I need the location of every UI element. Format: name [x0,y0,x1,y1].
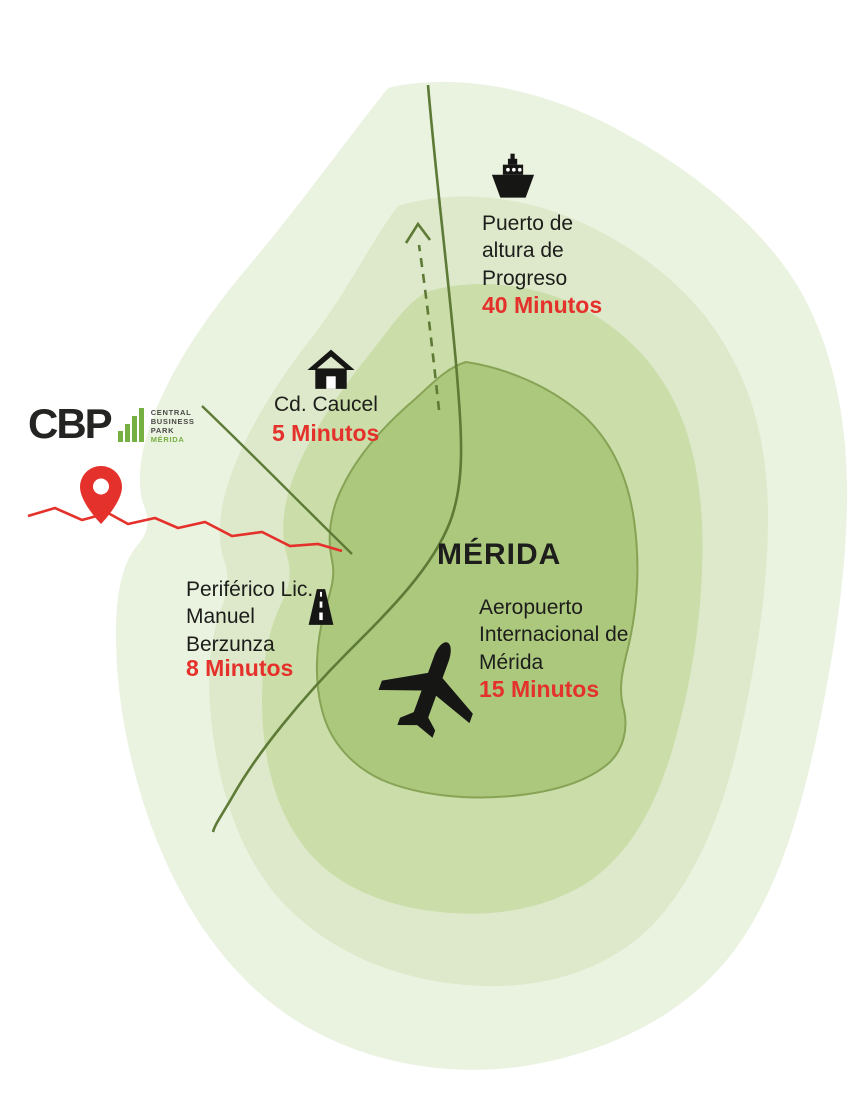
cbp-location-pin-icon [77,464,125,526]
progreso-time: 40 Minutos [482,292,603,318]
logo-word-business: BUSINESS [150,417,195,426]
progreso-label: Puerto de altura de Progreso [482,212,574,290]
cbp-logo-acronym: CBP [28,400,113,447]
caucel-time: 5 Minutos [272,420,380,446]
cbp-logo-wordmark: CENTRAL BUSINESS PARK MÉRIDA [151,404,195,444]
ship-icon [486,150,540,208]
logo-word-park: PARK [150,426,175,435]
road-icon [299,584,343,630]
caucel-label: Cd. Caucel [274,393,378,416]
airport-label: Aeropuerto Internacional de Mérida [479,596,629,674]
road-dashed-route [417,244,441,411]
periferico-label: Periférico Lic. Manuel Berzunza [186,578,314,656]
logo-word-merida: MÉRIDA [150,435,185,444]
road-green-secondary [201,405,353,555]
cbp-logo: CBP CENTRAL BUSINESS PARK MÉRIDA [28,400,195,447]
road-green-main [211,84,463,833]
logo-word-central: CENTRAL [150,408,192,417]
house-icon [305,348,357,392]
merida-city-label: MÉRIDA [437,538,562,571]
road-red-route [27,506,343,553]
plane-icon [360,620,501,761]
cbp-logo-bars-icon [117,404,144,442]
periferico-time: 8 Minutos [186,655,294,681]
route-arrowhead-icon [404,221,432,244]
airport-time: 15 Minutos [479,676,600,702]
